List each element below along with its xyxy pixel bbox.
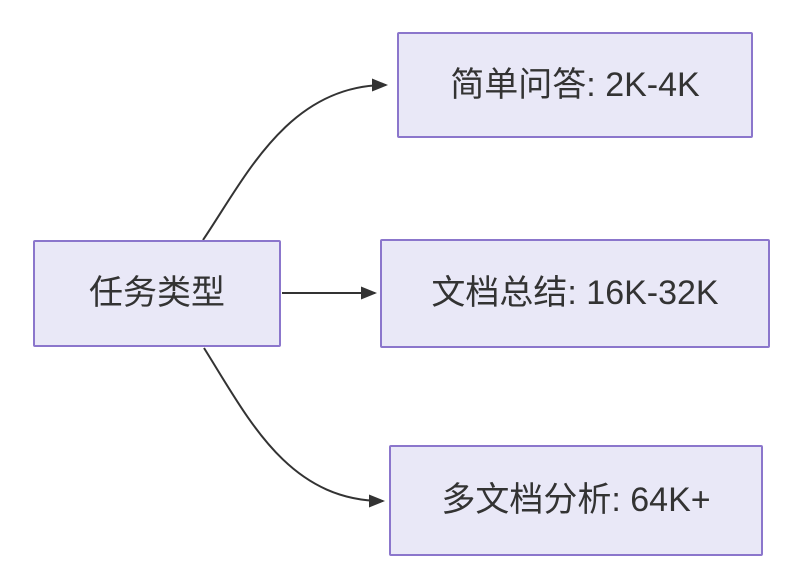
node-multi-doc-label: 多文档分析: 64K+ [441, 481, 711, 520]
node-doc-summary: 文档总结: 16K-32K [380, 239, 770, 348]
node-task-type: 任务类型 [33, 240, 281, 347]
node-doc-summary-label: 文档总结: 16K-32K [431, 274, 719, 313]
node-simple-qa-label: 简单问答: 2K-4K [450, 65, 700, 104]
node-task-type-label: 任务类型 [89, 274, 225, 313]
node-multi-doc: 多文档分析: 64K+ [389, 445, 763, 556]
edge-root-to-multi-doc [203, 347, 385, 508]
node-simple-qa: 简单问答: 2K-4K [397, 32, 753, 138]
edge-root-to-simple-qa [202, 78, 388, 241]
